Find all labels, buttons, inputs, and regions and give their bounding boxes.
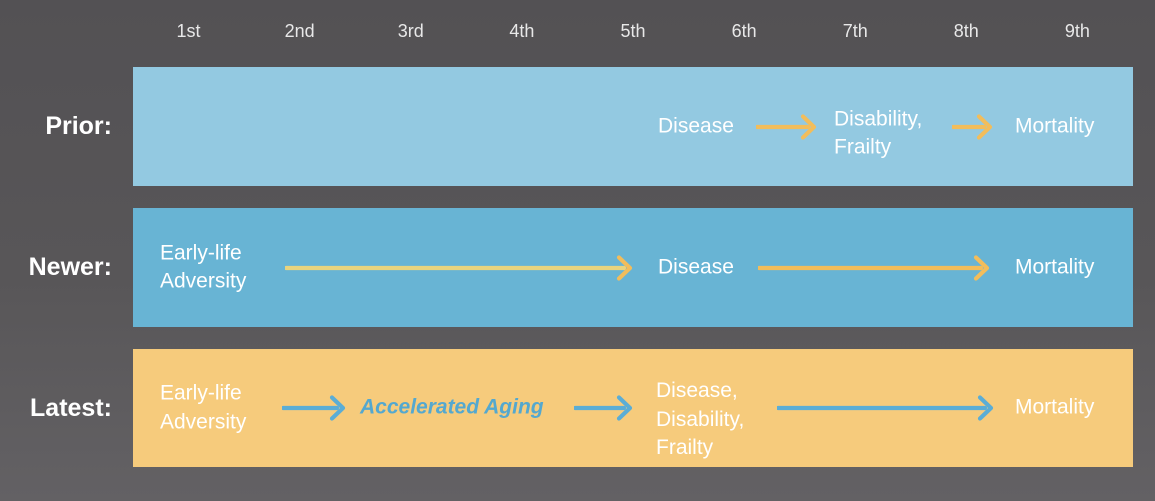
prior-mortality-label: Mortality bbox=[1015, 114, 1095, 138]
latest-mortality-label: Mortality bbox=[1015, 395, 1095, 419]
latest-bar: Early-life Adversity Accelerated Aging D… bbox=[133, 349, 1133, 467]
latest-label-text: Latest: bbox=[30, 393, 112, 422]
decade-header: 1st 2nd 3rd 4th 5th 6th 7th 8th 9th bbox=[133, 17, 1133, 45]
latest-disease-disability-frailty-label: Disease, Disability, Frailty bbox=[656, 379, 745, 460]
latest-early-life-adversity-label: Early-life Adversity bbox=[160, 381, 247, 433]
newer-label-text: Newer: bbox=[28, 253, 112, 281]
decade-label-8: 8th bbox=[953, 20, 979, 41]
decade-label-6: 6th bbox=[731, 20, 757, 41]
arrow-icon bbox=[574, 395, 633, 421]
newer-mortality-label: Mortality bbox=[1015, 255, 1095, 279]
row-label-newer: Newer: bbox=[0, 208, 112, 327]
arrow-icon bbox=[777, 395, 994, 421]
prior-bar: Disease Disability, Frailty Mortality bbox=[133, 67, 1133, 186]
decade-label-7: 7th bbox=[842, 20, 868, 41]
arrow-icon bbox=[952, 113, 993, 140]
newer-bar: Early-life Adversity Disease Mortality bbox=[133, 208, 1133, 327]
decade-label-3: 3rd bbox=[397, 20, 424, 41]
arrow-icon bbox=[756, 113, 817, 140]
prior-disease-label: Disease bbox=[658, 114, 734, 138]
newer-early-life-adversity-label: Early-life Adversity bbox=[160, 240, 247, 293]
latest-accelerated-aging-label: Accelerated Aging bbox=[360, 395, 544, 419]
decade-label-9: 9th bbox=[1064, 20, 1090, 41]
decade-label-2: 2nd bbox=[284, 20, 315, 41]
arrow-icon bbox=[282, 395, 346, 421]
arrow-icon bbox=[285, 254, 633, 281]
decade-label-1: 1st bbox=[176, 20, 201, 41]
prior-label-text: Prior: bbox=[45, 112, 112, 140]
decade-label-4: 4th bbox=[509, 20, 535, 41]
arrow-icon bbox=[758, 254, 990, 281]
row-label-prior: Prior: bbox=[0, 67, 112, 186]
prior-disability-frailty-label: Disability, Frailty bbox=[834, 106, 923, 159]
decade-label-5: 5th bbox=[620, 20, 646, 41]
row-label-latest: Latest: bbox=[0, 349, 112, 467]
newer-disease-label: Disease bbox=[658, 255, 734, 279]
